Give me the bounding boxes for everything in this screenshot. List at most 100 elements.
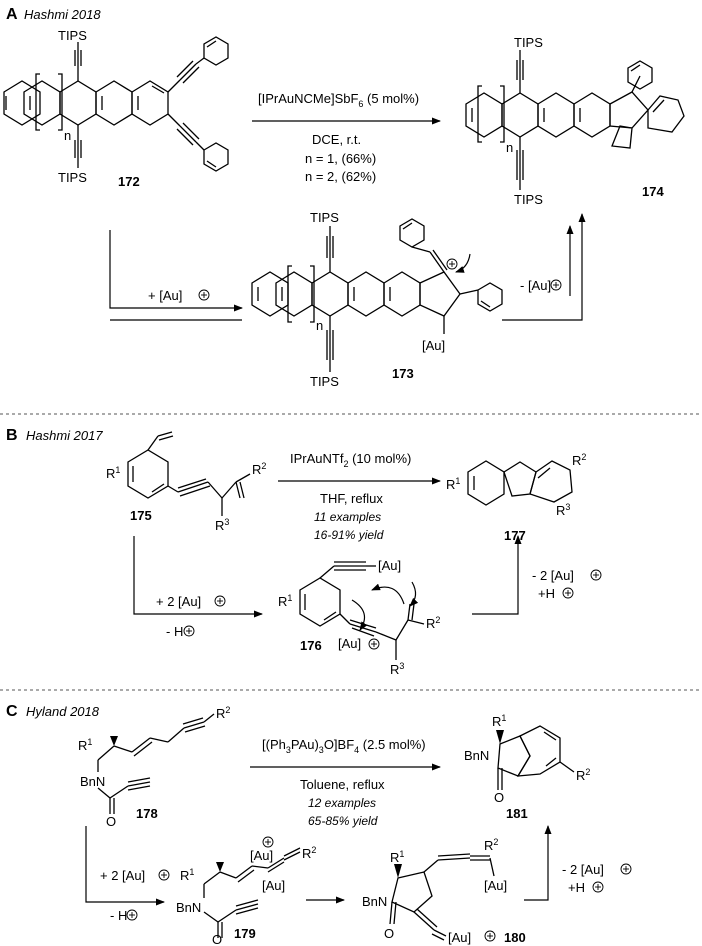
conditions-c: Toluene, reflux: [300, 777, 385, 792]
structure-181: R1 R2 BnN O 181: [464, 713, 590, 821]
r1-label-175: R1: [106, 465, 120, 481]
pendant-phenyl-174: [627, 60, 653, 93]
structure-177: R1 R2 R3 177: [446, 452, 586, 543]
plus-circle-icon: [126, 909, 138, 921]
panel-b-letter: B: [6, 427, 18, 444]
plus-circle-icon: [214, 595, 226, 607]
tips-top-174: TIPS: [514, 35, 543, 50]
stereo-wedge-180: [394, 864, 402, 878]
compound-label-178: 178: [136, 806, 158, 821]
r3-label-176: R3: [390, 661, 404, 677]
plus-circle-icon: [368, 638, 380, 650]
plus-circle-icon: [183, 625, 195, 637]
examples-c: 12 examples: [308, 796, 376, 810]
compound-label-176: 176: [300, 638, 322, 653]
remove-au-b: - 2 [Au]: [532, 568, 574, 583]
plus-circle-icon: [562, 587, 574, 599]
au-label-173: [Au]: [422, 338, 445, 353]
r1-label-177: R1: [446, 476, 460, 492]
r1-label-176: R1: [278, 593, 292, 609]
compound-label-177: 177: [504, 528, 526, 543]
r2-label-181: R2: [576, 767, 590, 783]
bnn-label-179: BnN: [176, 900, 201, 915]
structure-180: R1 R2 [Au] [Au] BnN O 180: [362, 837, 526, 945]
alkyne-bottom-174: [516, 137, 524, 190]
alkyne-top-173: [326, 226, 334, 272]
structure-174: n TIPS TIPS 174: [465, 35, 685, 207]
au-label-179-bottom: [Au]: [262, 878, 285, 893]
alkyne-bottom-173: [326, 316, 334, 372]
reagent-b: IPrAuNTf2 (10 mol%): [290, 451, 411, 469]
plus-circle-icon: [590, 569, 602, 581]
structure-178: R1 R2 BnN O 178: [78, 705, 230, 829]
n-subscript-172: n: [64, 128, 71, 143]
pyrrolidinone-180: [389, 853, 495, 941]
reagent-c: [(Ph3PAu)3O]BF4 (2.5 mol%): [262, 737, 426, 755]
stereo-wedge-178: [110, 736, 118, 746]
r2-label-179: R2: [302, 845, 316, 861]
phenylethynyl-arms-172: [167, 36, 229, 172]
panel-c-reference: Hyland 2018: [26, 704, 100, 719]
o-label-179: O: [212, 932, 222, 946]
r1-label-179: R1: [180, 867, 194, 883]
skeleton-175: [127, 431, 251, 516]
isoindolinone-181: [497, 725, 575, 790]
bracket-right-173: [310, 265, 315, 323]
fluorene-177: [467, 460, 573, 506]
arrow-to-176: [133, 536, 263, 618]
structure-176: [Au] [Au] R1 R2 R3 176: [278, 558, 440, 677]
alkyne-top-174: [516, 50, 524, 93]
structure-173: n TIPS TIPS: [251, 210, 503, 389]
acene-rings-172: [3, 80, 169, 126]
au-label-180-bottom: [Au]: [448, 930, 471, 945]
add-au-c: + 2 [Au]: [100, 868, 145, 883]
n-subscript-174: n: [506, 140, 513, 155]
yield-b: 16-91% yield: [314, 528, 384, 542]
tips-bottom-172: TIPS: [58, 170, 87, 185]
r1-label-178: R1: [78, 737, 92, 753]
r3-label-175: R3: [215, 517, 229, 533]
remove-h-b: - H: [166, 624, 183, 639]
n-subscript-173: n: [316, 318, 323, 333]
bracket-right-174: [500, 85, 505, 143]
compound-label-175: 175: [130, 508, 152, 523]
tips-top-172: TIPS: [58, 28, 87, 43]
bracket-left-173: [287, 265, 292, 323]
reagent-a: [IPrAuNCMe]SbF6 (5 mol%): [258, 91, 419, 109]
compound-label-173: 173: [392, 366, 414, 381]
panel-a-reference: Hashmi 2018: [24, 7, 101, 22]
panel-b: B Hashmi 2017 R1 R2 R3 175: [6, 427, 602, 677]
add-au-b: + 2 [Au]: [156, 594, 201, 609]
arrow-to-177: [472, 535, 522, 615]
plus-circle-icon: [446, 258, 458, 270]
plus-circle-icon: [592, 881, 604, 893]
panel-a-letter: A: [6, 6, 18, 23]
alkyne-bottom-172: [74, 125, 82, 168]
curly-arrow-176-a: [351, 599, 368, 631]
plus-circle-icon: [484, 930, 496, 942]
conditions-b: THF, reflux: [320, 491, 383, 506]
arrow-to-181: [524, 825, 552, 901]
bnn-label-178: BnN: [80, 774, 105, 789]
bracket-left-174: [477, 85, 482, 143]
remove-au-c: - 2 [Au]: [562, 862, 604, 877]
arrow-to-173: [109, 230, 243, 312]
panel-c: C Hyland 2018 R1 R2 BnN O: [6, 703, 632, 946]
plus-circle-icon: [198, 289, 210, 301]
structure-175: R1 R2 R3 175: [106, 431, 266, 533]
conditions-a: DCE, r.t.: [312, 132, 361, 147]
tips-bottom-173: TIPS: [310, 374, 339, 389]
tips-top-173: TIPS: [310, 210, 339, 225]
o-label-180: O: [384, 926, 394, 941]
yield-n1-a: n = 1, (66%): [305, 151, 376, 166]
o-label-181: O: [494, 790, 504, 805]
curly-arrow-173: [455, 253, 471, 273]
au-label-176-bottom: [Au]: [338, 636, 361, 651]
stereo-wedge-181: [496, 730, 504, 744]
plus-circle-icon: [620, 863, 632, 875]
compound-label-179: 179: [234, 926, 256, 941]
r2-label-177: R2: [572, 452, 586, 468]
bnn-label-181: BnN: [464, 748, 489, 763]
acene-rings-174: [465, 91, 685, 149]
